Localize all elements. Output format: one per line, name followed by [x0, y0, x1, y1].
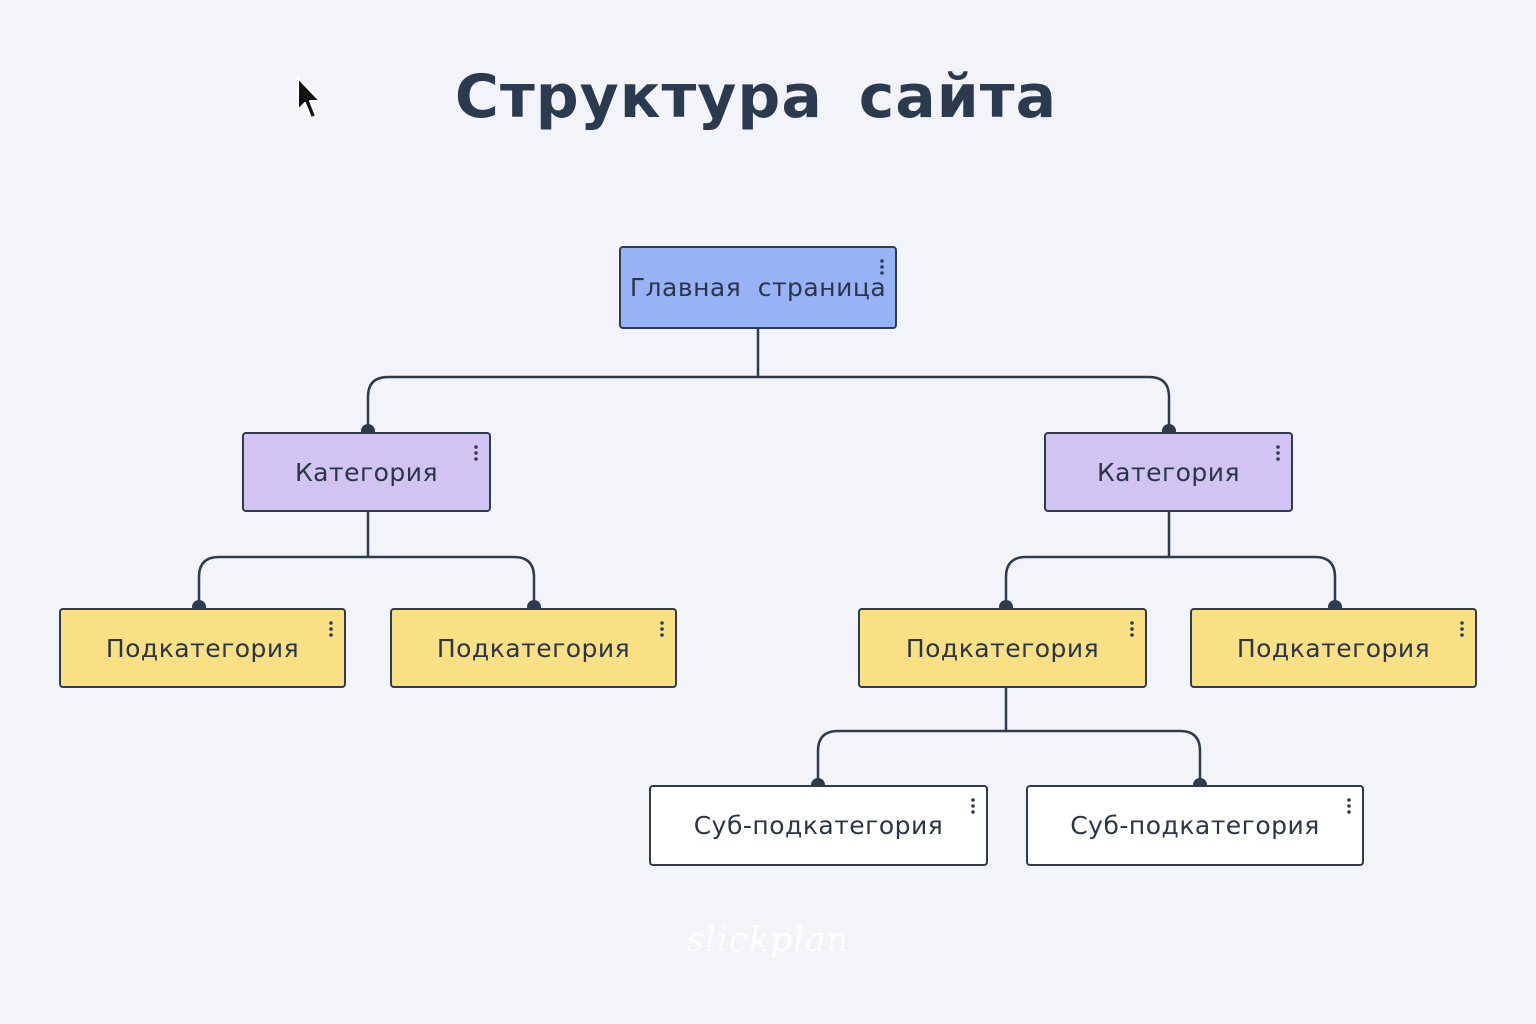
node-category-right[interactable]: Категория	[1044, 432, 1293, 512]
node-subcategory-1[interactable]: Подкатегория	[59, 608, 346, 688]
node-label: Суб-подкатегория	[693, 811, 944, 840]
node-subcategory-4[interactable]: Подкатегория	[1190, 608, 1477, 688]
more-vertical-icon[interactable]	[659, 620, 665, 638]
slickplan-watermark: slickplan	[686, 920, 850, 960]
node-label: Подкатегория	[905, 633, 1100, 663]
node-home-page[interactable]: Главная страница	[619, 246, 897, 329]
node-sub-subcategory-1[interactable]: Суб-подкатегория	[649, 785, 988, 866]
node-subcategory-3[interactable]: Подкатегория	[858, 608, 1147, 688]
node-label: Категория	[294, 457, 439, 487]
connector-cat-right-to-subs	[1004, 511, 1337, 607]
more-vertical-icon[interactable]	[328, 620, 334, 638]
more-vertical-icon[interactable]	[1346, 797, 1352, 815]
node-label: Подкатегория	[1236, 633, 1431, 663]
node-label: Суб-подкатегория	[1070, 811, 1320, 840]
connector-sub3-to-subsubs	[816, 687, 1202, 785]
more-vertical-icon[interactable]	[473, 444, 479, 462]
connector-home-to-categories	[366, 328, 1171, 431]
more-vertical-icon[interactable]	[970, 797, 976, 815]
node-label: Подкатегория	[436, 633, 631, 663]
page-title: Структура сайта	[454, 62, 1058, 132]
mouse-cursor-icon	[297, 77, 321, 119]
more-vertical-icon[interactable]	[879, 258, 885, 276]
more-vertical-icon[interactable]	[1129, 620, 1135, 638]
node-category-left[interactable]: Категория	[242, 432, 491, 512]
node-label: Категория	[1096, 457, 1241, 487]
node-label: Главная страница	[629, 273, 887, 302]
node-label: Подкатегория	[105, 633, 300, 663]
node-subcategory-2[interactable]: Подкатегория	[390, 608, 677, 688]
more-vertical-icon[interactable]	[1459, 620, 1465, 638]
connector-cat-left-to-subs	[197, 511, 536, 607]
more-vertical-icon[interactable]	[1275, 444, 1281, 462]
node-sub-subcategory-2[interactable]: Суб-подкатегория	[1026, 785, 1364, 866]
